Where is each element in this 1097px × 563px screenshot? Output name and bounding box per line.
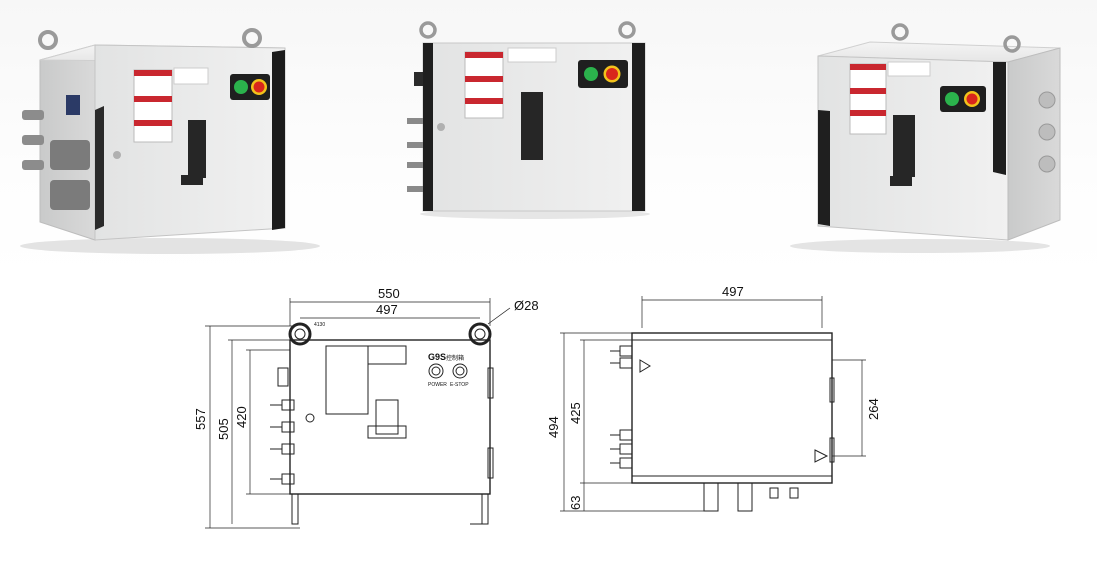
brand-panel-label: 控制箱 [446, 354, 464, 362]
product-photo-strip [0, 0, 1097, 278]
front-dim-ring-diameter: Ø28 [514, 298, 539, 313]
brand-logo-text: G9S [428, 352, 446, 362]
front-dim-ring-pitch: 497 [376, 302, 398, 317]
side-dim-height-494: 494 [546, 416, 561, 438]
photo-cabinet-front [407, 21, 650, 219]
technical-drawings: 550 497 Ø28 557 505 420 4130 G9S 控制箱 POW… [0, 278, 1097, 558]
front-dim-overall-width: 550 [378, 286, 400, 301]
side-dim-height-425: 425 [568, 402, 583, 424]
front-small-label: 4130 [314, 322, 325, 328]
photo-cabinet-right [790, 23, 1061, 253]
side-dim-depth-264: 264 [866, 398, 881, 420]
photo-cabinet-left [20, 28, 320, 254]
estop-label: E-STOP [450, 382, 469, 388]
front-dim-height-420: 420 [234, 406, 249, 428]
side-view-drawing [560, 296, 866, 512]
front-view-drawing [205, 298, 511, 529]
side-dim-foot-63: 63 [568, 496, 583, 510]
power-label: POWER [428, 382, 447, 388]
front-dim-height-505: 505 [216, 418, 231, 440]
front-dim-overall-height: 557 [193, 408, 208, 430]
side-dim-width: 497 [722, 284, 744, 299]
